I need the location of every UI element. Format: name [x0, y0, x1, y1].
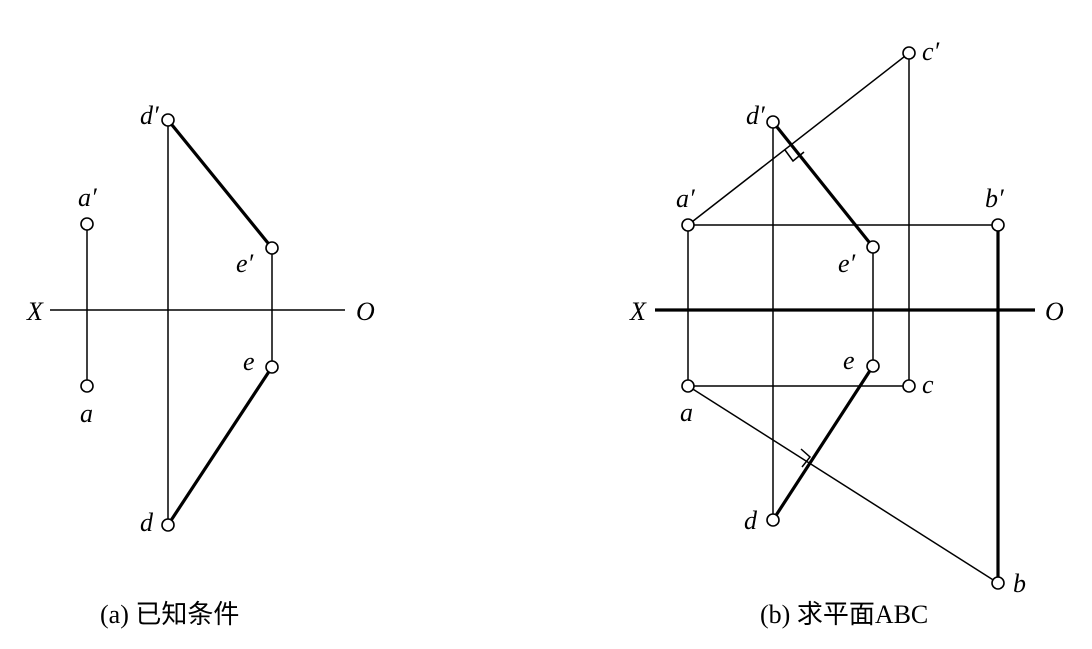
line-a-c-front [687, 52, 910, 226]
line-de-front [166, 118, 274, 250]
point-d-prime [766, 115, 780, 129]
label-a-prime: a′ [78, 183, 97, 212]
point-a [681, 379, 695, 393]
label-b: b [1013, 569, 1026, 598]
label-c-prime: c′ [922, 37, 940, 66]
point-a-prime [681, 218, 695, 232]
figure-b: X O c′ d′ a′ b′ e′ e c a d b (b) 求平面ABC [629, 37, 1064, 629]
label-e-prime: e′ [838, 249, 856, 278]
figure-a: X O d′ e′ a′ a e d (a) 已知条件 [26, 101, 375, 629]
point-b-prime [991, 218, 1005, 232]
point-e [265, 360, 279, 374]
right-angle-marker-front [784, 149, 805, 163]
line-de-front [771, 121, 875, 248]
label-a: a [680, 398, 693, 427]
label-d-prime: d′ [746, 101, 765, 130]
label-a: a [80, 399, 93, 428]
label-x: X [26, 297, 44, 326]
line-de-top [771, 365, 875, 521]
point-c [902, 379, 916, 393]
point-a-prime [80, 217, 94, 231]
label-e: e [243, 347, 255, 376]
label-x: X [629, 297, 647, 326]
label-a-prime: a′ [676, 184, 695, 213]
point-c-prime [902, 46, 916, 60]
caption-a: (a) 已知条件 [100, 600, 239, 629]
right-angle-marker-top [800, 448, 812, 468]
label-d-prime: d′ [140, 101, 159, 130]
label-b-prime: b′ [985, 184, 1004, 213]
point-a [80, 379, 94, 393]
label-c: c [922, 370, 934, 399]
caption-b: (b) 求平面ABC [760, 600, 928, 629]
label-o: O [356, 297, 375, 326]
point-d-prime [161, 113, 175, 127]
label-d: d [744, 506, 758, 535]
point-d [766, 513, 780, 527]
point-e-prime [866, 240, 880, 254]
line-de-top [166, 366, 274, 526]
label-e-prime: e′ [236, 249, 254, 278]
label-o: O [1045, 297, 1064, 326]
label-e: e [843, 346, 855, 375]
point-d [161, 518, 175, 532]
line-a-b-top [687, 385, 999, 584]
label-d: d [140, 508, 154, 537]
point-b [991, 576, 1005, 590]
point-e-prime [265, 241, 279, 255]
point-e [866, 359, 880, 373]
